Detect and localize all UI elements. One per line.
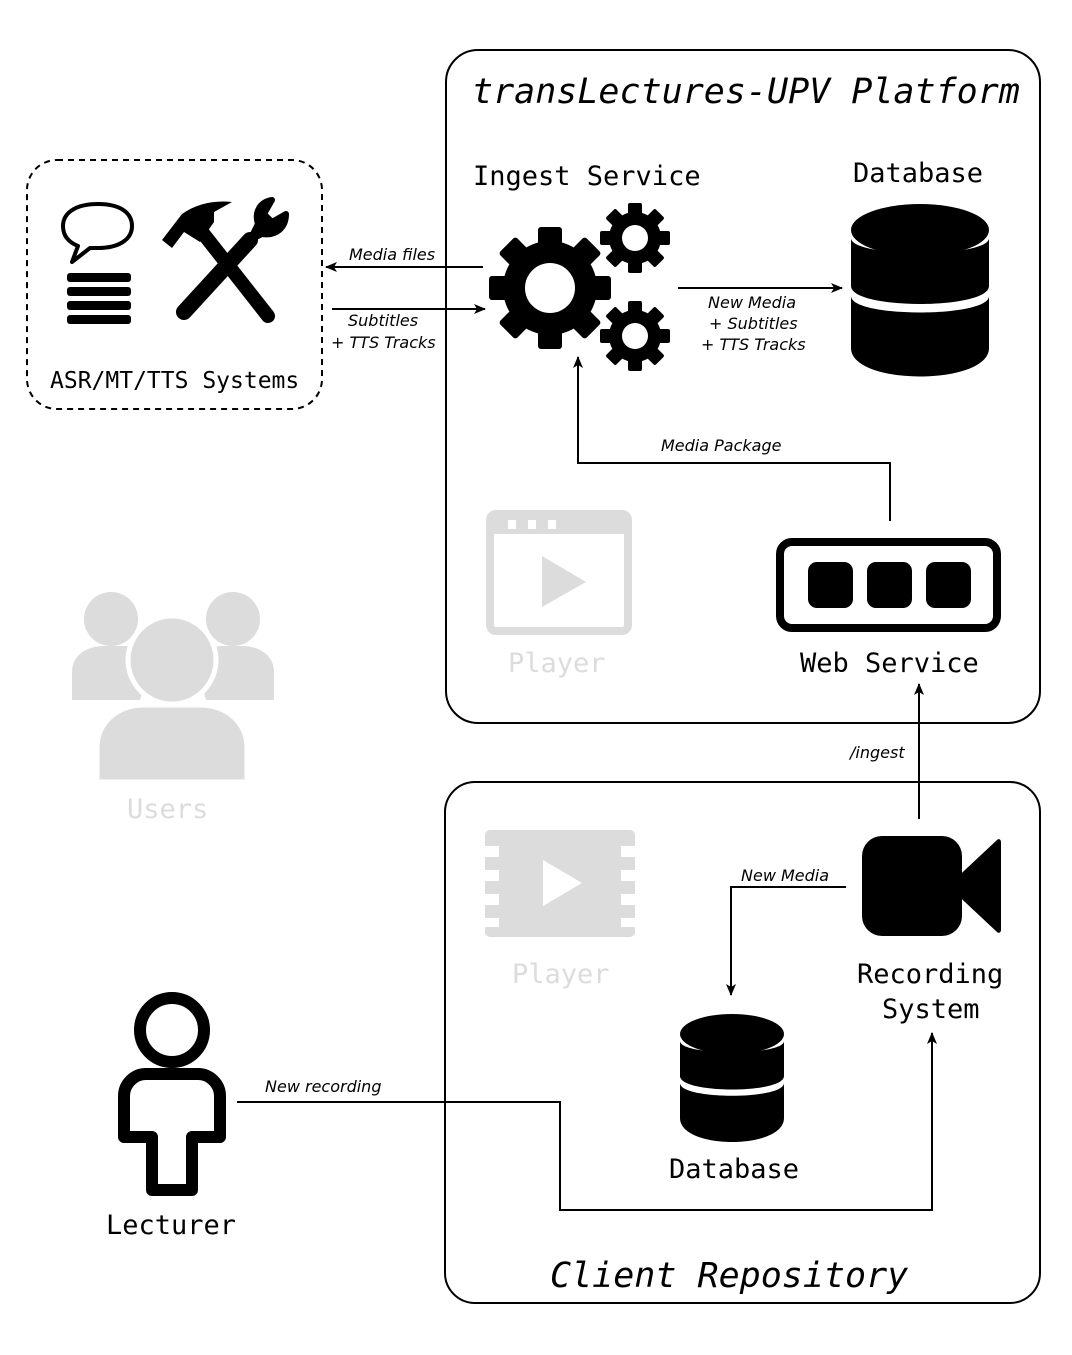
platform-database-label: Database (853, 158, 983, 189)
platform-title: transLectures-UPV Platform (472, 72, 1020, 112)
edge-media-files-label: Media files (349, 245, 435, 264)
edge-media-package-label: Media Package (661, 436, 782, 455)
ingest-service-label: Ingest Service (473, 161, 701, 192)
users-label: Users (127, 794, 208, 825)
systems-box (26, 159, 323, 410)
edge-media-package (573, 356, 891, 521)
edge-new-recording-label: New recording (265, 1077, 381, 1096)
edge-new-media-label: New Media (741, 866, 829, 885)
edge-to-database-label-2: + Subtitles (709, 314, 798, 333)
recording-label-line2: System (882, 994, 980, 1025)
platform-box (445, 49, 1041, 724)
client-player-label: Player (512, 959, 610, 990)
film-strip-icon (485, 830, 635, 937)
edge-to-database-label-1: New Media (708, 293, 796, 312)
video-camera-icon (862, 836, 1001, 936)
edge-new-media (726, 886, 846, 996)
client-database-label: Database (669, 1154, 799, 1185)
lecturer-icon (118, 992, 226, 1196)
speech-bubble-icon (61, 202, 134, 264)
gears-icon (489, 203, 670, 371)
edge-ingest-label: /ingest (848, 743, 905, 762)
client-title: Client Repository (550, 1256, 908, 1296)
systems-label: ASR/MT/TTS Systems (50, 368, 299, 394)
database-icon (851, 204, 989, 377)
text-lines-icon (67, 273, 131, 324)
web-service-label: Web Service (800, 648, 979, 679)
recording-label-line1: Recording (857, 959, 1003, 990)
edge-subtitles-label-2: + TTS Tracks (331, 333, 436, 352)
platform-player-label: Player (508, 648, 606, 679)
client-box (444, 781, 1041, 1304)
edge-new-recording (237, 1032, 937, 1211)
web-service-icon (776, 538, 1001, 632)
player-window-icon (486, 510, 632, 635)
edge-subtitles-label-1: Subtitles (348, 311, 418, 330)
edge-to-database-label-3: + TTS Tracks (701, 335, 806, 354)
client-database-icon (680, 1014, 784, 1142)
lecturer-label: Lecturer (106, 1210, 236, 1241)
users-icon (72, 592, 274, 785)
hammer-wrench-icon (162, 197, 289, 323)
